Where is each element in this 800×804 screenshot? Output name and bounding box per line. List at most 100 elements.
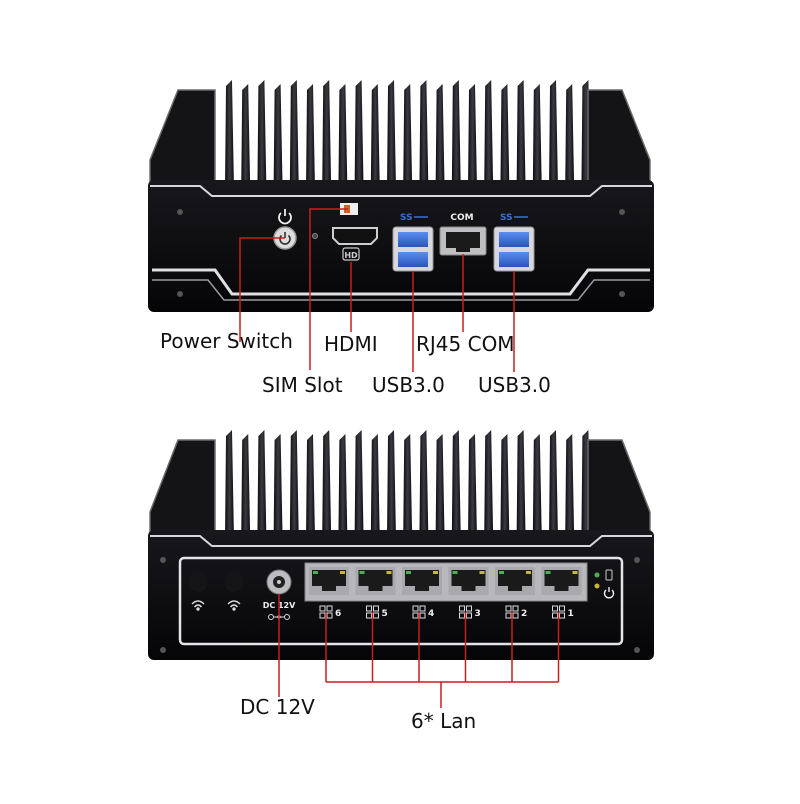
usb3-slot [398, 232, 428, 247]
heatsink-fin [484, 80, 494, 190]
front-bottom-trim-inner [152, 279, 650, 301]
heatsink-fin [565, 84, 575, 190]
heatsink-fin [289, 430, 299, 540]
rear-right-cheek [587, 439, 651, 541]
lan-activity-led [340, 571, 345, 574]
heatsink-fin [225, 430, 234, 540]
heatsink-fin [435, 434, 445, 540]
wifi-icon [227, 600, 241, 611]
heatsink-fin [484, 430, 494, 540]
usb-ss-logo-right: SS [500, 213, 513, 223]
heatsink-fin [468, 84, 477, 190]
heatsink-fin [354, 80, 364, 190]
status-led-window [605, 569, 613, 581]
callout-dc-12v: DC 12V [240, 695, 315, 719]
usb-ss-logo-left: SS [400, 213, 413, 223]
lan-activity-led [572, 571, 578, 574]
lan-port-number: 6 [335, 609, 341, 619]
heatsink-fin [451, 430, 461, 540]
lan-activity-led [433, 571, 438, 574]
lan-link-led [406, 571, 411, 574]
lan-port-number: 4 [428, 609, 434, 619]
heatsink-fin [565, 434, 575, 540]
lan-socket [358, 570, 393, 591]
network-icon [366, 605, 379, 619]
callout-usb3-left: USB3.0 [372, 373, 445, 397]
callout-sim-slot: SIM Slot [262, 373, 343, 397]
heatsink-fin [370, 84, 380, 190]
network-icon [552, 605, 565, 619]
rear-left-cheek [149, 439, 216, 541]
screw [160, 557, 166, 563]
network-icon [412, 605, 426, 619]
antenna-port-left [188, 572, 208, 592]
rear-leader-lines [278, 594, 560, 708]
heatsink-fin [257, 80, 267, 190]
callout-power-switch: Power Switch [160, 329, 293, 353]
status-led [594, 572, 600, 578]
usb3-slot [499, 252, 529, 267]
lan-block [304, 562, 588, 602]
power-icon [603, 587, 615, 599]
lan-port-number: 2 [521, 609, 527, 619]
heatsink-fin [468, 434, 477, 540]
network-icon [505, 605, 519, 619]
heatsink-fin [306, 84, 315, 190]
hd-logo-text: HD [344, 251, 358, 260]
com-label: COM [450, 213, 473, 223]
rj45-com-socket [446, 232, 480, 252]
lan-socket [405, 570, 439, 591]
heatsink-fin [532, 84, 542, 190]
heatsink-fin [387, 430, 396, 540]
heatsink-fin [451, 80, 461, 190]
usb3-slot [398, 252, 428, 267]
status-led [594, 583, 600, 589]
lan-socket [312, 570, 346, 591]
lan-activity-led [386, 571, 392, 574]
callout-6-lan: 6* Lan [411, 709, 477, 733]
heatsink-fin [273, 434, 283, 540]
screw [634, 557, 640, 563]
heatsink-fin [549, 80, 558, 190]
screw [160, 647, 166, 653]
heatsink-fin [241, 84, 251, 190]
led-indicator [312, 233, 318, 239]
lan-link-led [545, 571, 551, 574]
lan-socket [544, 570, 579, 591]
hdmi-port [332, 227, 378, 245]
heatsink-fin [549, 430, 558, 540]
lan-activity-led [526, 571, 531, 574]
lan-link-led [452, 571, 458, 574]
heatsink-fin [403, 434, 413, 540]
heatsink-fin [354, 430, 364, 540]
heatsink-fin [419, 80, 429, 190]
lan-port-number: 1 [568, 609, 574, 619]
heatsink-fin [338, 434, 348, 540]
front-bottom-trim [152, 268, 650, 296]
usb3-slot [499, 232, 529, 247]
front-device: HD SS COM SS [148, 80, 654, 312]
heatsink-fin [532, 434, 542, 540]
lan-link-led [313, 571, 318, 574]
heatsink-fin [273, 84, 283, 190]
heatsink-fin [516, 430, 526, 540]
lan-socket [451, 570, 486, 591]
heatsink-fin [435, 84, 445, 190]
screw [619, 209, 625, 215]
callout-usb3-right: USB3.0 [478, 373, 551, 397]
heatsink-fin [403, 84, 413, 190]
network-icon [459, 605, 472, 619]
heatsink-fin [338, 84, 348, 190]
rear-heatsink-fins [225, 430, 591, 540]
heatsink-fin [500, 84, 510, 190]
rear-panel-frame [178, 556, 624, 646]
screw [619, 291, 625, 297]
callout-rj45-com: RJ45 COM [416, 332, 515, 356]
screw [177, 291, 183, 297]
lan-link-led [499, 571, 504, 574]
heatsink-fin [500, 434, 510, 540]
rear-top-bevel [150, 535, 652, 547]
power-icon [278, 209, 292, 225]
